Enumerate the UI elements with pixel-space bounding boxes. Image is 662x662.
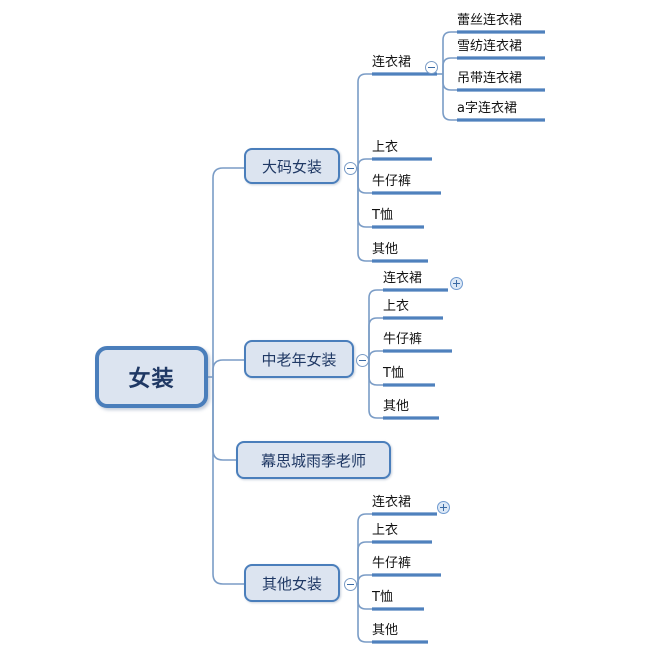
node-qita-shangyi[interactable]: 上衣 [372, 523, 398, 539]
node-zln-txu[interactable]: T恤 [383, 366, 404, 382]
node-daima-shangyi[interactable]: 上衣 [372, 140, 398, 156]
node-xuefang-lianyiqun-label: 雪纺连衣裙 [457, 39, 523, 54]
node-qita-txu[interactable]: T恤 [372, 590, 393, 606]
branch-node-daima-label: 大码女装 [261, 157, 322, 176]
node-qita-txu-label: T恤 [372, 590, 393, 605]
branch-node-musicheng-label: 幕思城雨季老师 [260, 451, 366, 470]
branch-node-musicheng[interactable]: 幕思城雨季老师 [236, 441, 391, 479]
node-azi-lianyiqun[interactable]: a字连衣裙 [457, 101, 517, 117]
node-diaodai-lianyiqun-label: 吊带连衣裙 [457, 71, 523, 86]
node-daima-lianyiqun[interactable]: 连衣裙 [372, 55, 411, 71]
toggle-daima-lianyiqun-collapse[interactable] [425, 61, 438, 74]
node-qita-niuzaiku-label: 牛仔裤 [372, 556, 412, 571]
node-leisi-lianyiqun[interactable]: 蕾丝连衣裙 [457, 13, 522, 29]
node-daima-shangyi-label: 上衣 [372, 140, 399, 155]
node-daima-niuzaiku[interactable]: 牛仔裤 [372, 174, 411, 190]
toggle-zln-lianyiqun-expand[interactable] [450, 277, 463, 290]
node-zln-txu-label: T恤 [383, 366, 404, 381]
node-qita-qita[interactable]: 其他 [372, 623, 398, 639]
branch-node-qita[interactable]: 其他女装 [244, 564, 340, 602]
node-qita-qita-label: 其他 [372, 623, 399, 638]
toggle-qita-collapse[interactable] [344, 578, 357, 591]
node-qita-lianyiqun[interactable]: 连衣裙 [372, 495, 411, 511]
node-daima-txu[interactable]: T恤 [372, 208, 393, 224]
node-qita-lianyiqun-label: 连衣裙 [372, 495, 412, 510]
branch-node-daima[interactable]: 大码女装 [244, 148, 340, 184]
node-xuefang-lianyiqun[interactable]: 雪纺连衣裙 [457, 39, 522, 55]
root-node[interactable]: 女装 [95, 346, 208, 408]
node-daima-qita-label: 其他 [372, 242, 399, 257]
toggle-zhonglaonian-collapse[interactable] [356, 354, 369, 367]
node-leisi-lianyiqun-label: 蕾丝连衣裙 [457, 13, 523, 28]
toggle-daima-collapse[interactable] [344, 162, 357, 175]
node-azi-lianyiqun-label: a字连衣裙 [457, 101, 517, 116]
toggle-qita-lianyiqun-expand[interactable] [437, 501, 450, 514]
node-qita-niuzaiku[interactable]: 牛仔裤 [372, 556, 411, 572]
node-zln-qita-label: 其他 [383, 399, 410, 414]
node-zln-shangyi[interactable]: 上衣 [383, 299, 409, 315]
node-daima-niuzaiku-label: 牛仔裤 [372, 174, 412, 189]
node-zln-lianyiqun[interactable]: 连衣裙 [383, 271, 422, 287]
node-zln-lianyiqun-label: 连衣裙 [383, 271, 423, 286]
node-zln-niuzaiku[interactable]: 牛仔裤 [383, 332, 422, 348]
branch-node-qita-label: 其他女装 [261, 574, 322, 593]
node-daima-txu-label: T恤 [372, 208, 393, 223]
node-zln-qita[interactable]: 其他 [383, 399, 409, 415]
node-zln-niuzaiku-label: 牛仔裤 [383, 332, 423, 347]
node-zln-shangyi-label: 上衣 [383, 299, 410, 314]
node-daima-lianyiqun-label: 连衣裙 [372, 55, 412, 70]
root-node-label: 女装 [128, 367, 175, 392]
branch-node-zhonglaonian[interactable]: 中老年女装 [244, 340, 354, 378]
node-qita-shangyi-label: 上衣 [372, 523, 399, 538]
branch-node-zhonglaonian-label: 中老年女装 [261, 350, 337, 369]
node-daima-qita[interactable]: 其他 [372, 242, 398, 258]
node-diaodai-lianyiqun[interactable]: 吊带连衣裙 [457, 71, 522, 87]
